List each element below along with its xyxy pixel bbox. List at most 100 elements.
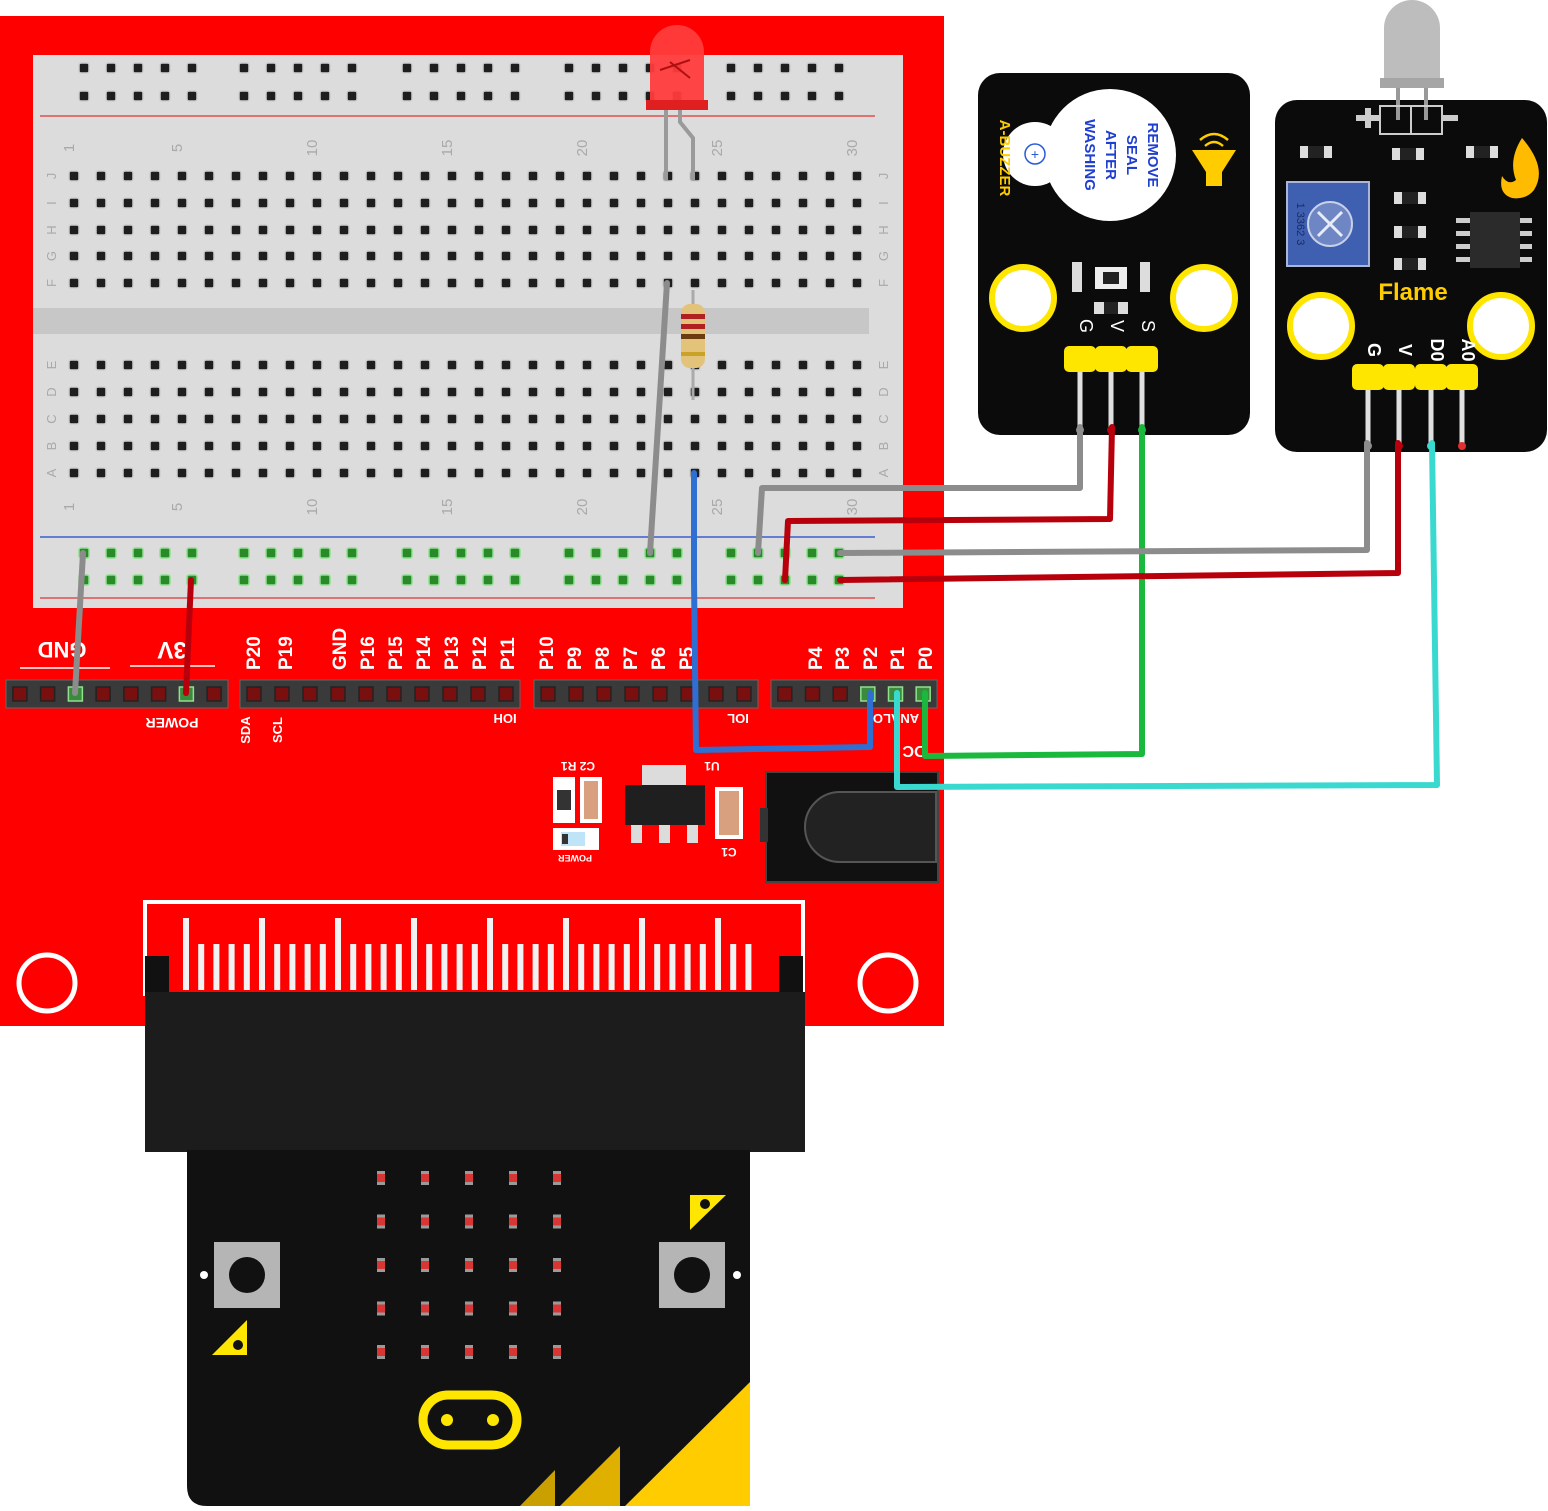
column-number: 10	[304, 499, 321, 516]
row-letter: F	[876, 279, 891, 287]
row-letter: J	[44, 173, 59, 180]
button-b-marker-icon	[690, 1195, 726, 1230]
potentiometer: 1 3362 3	[1286, 181, 1370, 267]
mount-hole-right	[857, 952, 919, 1014]
row-letter: A	[44, 468, 59, 477]
pot-label: 1 3362 3	[1294, 203, 1306, 246]
u1-label: U1	[704, 759, 720, 773]
wire-flame-gnd	[837, 440, 1370, 556]
wire-3v-rail	[183, 577, 194, 696]
row-letter: G	[876, 251, 891, 261]
microbit-board	[187, 1150, 750, 1506]
pin-label: P10	[537, 636, 558, 670]
module-pin-label: G	[1076, 319, 1096, 333]
module-pin-label: V	[1107, 320, 1127, 332]
seal-text-line: REMOVE	[1144, 122, 1161, 187]
column-number: 1	[61, 144, 78, 152]
row-letter: B	[876, 442, 891, 451]
row-letter: B	[44, 442, 59, 451]
column-number: 5	[169, 503, 186, 511]
wires	[72, 280, 1440, 790]
seal-text-line: AFTER	[1102, 130, 1119, 180]
pin-label: P3	[833, 647, 854, 670]
mount-hole-left	[16, 952, 78, 1014]
pin-label: P12	[470, 636, 491, 670]
red-led	[646, 25, 708, 180]
module-pin-label: V	[1395, 344, 1415, 356]
edge-connector	[143, 900, 805, 1152]
wire-led-p2	[691, 470, 873, 753]
transistor-smd	[1072, 262, 1150, 314]
comparator-chip	[1456, 212, 1532, 268]
buzzer-name: A-BUZZER	[996, 120, 1013, 197]
column-number: 10	[304, 140, 321, 157]
resistor	[681, 290, 705, 400]
wire-buzzer-signal-p0	[922, 424, 1145, 759]
ir-receiver	[1356, 0, 1458, 135]
module-pin-label: A0	[1458, 338, 1478, 361]
dc-label: DC	[902, 742, 926, 759]
row-letter: I	[44, 201, 59, 205]
row-letter: C	[44, 414, 59, 423]
wire-buzzer-gnd	[755, 424, 1083, 556]
pin-headers	[5, 679, 938, 709]
pin-label: P1	[888, 646, 909, 670]
pin-label: P15	[386, 636, 407, 670]
voltage-regulator-u1: U1	[625, 759, 720, 843]
flame-icon	[1501, 138, 1539, 199]
seal-text-line: SEAL	[1123, 135, 1140, 175]
pin-label: P2	[861, 647, 882, 670]
dc-jack	[760, 771, 939, 883]
pin-label: P9	[565, 647, 586, 670]
row-letter: E	[876, 360, 891, 369]
ioh-label: IOH	[493, 711, 516, 726]
sda-label: SDA	[238, 716, 253, 744]
logo-touch-icon[interactable]	[418, 1390, 522, 1450]
buzzer-disc	[1044, 89, 1176, 221]
pin-label: P16	[358, 636, 379, 670]
pin-label: P20	[244, 636, 265, 670]
row-letter: H	[876, 225, 891, 234]
3v-label: 3V	[157, 636, 186, 663]
speaker-icon	[1192, 132, 1236, 186]
breadboard-holes	[68, 62, 863, 586]
pin-label: P13	[442, 636, 463, 670]
wire-gnd-rail	[72, 550, 86, 696]
pin-label: P7	[621, 647, 642, 670]
row-letter: H	[44, 225, 59, 234]
pin-label: P11	[498, 637, 519, 670]
row-letter: F	[44, 279, 59, 287]
wire-buzzer-vcc	[782, 424, 1115, 583]
column-number: 30	[844, 140, 861, 157]
c1-label: C1	[721, 845, 737, 859]
wire-flame-vcc	[837, 440, 1401, 583]
led-matrix	[377, 1171, 561, 1359]
row-letter: E	[44, 360, 59, 369]
smd-parts	[1300, 146, 1498, 270]
column-number: 15	[439, 499, 456, 516]
svg-text:+: +	[1031, 146, 1039, 162]
c2-r1-components: C2 R1 POWER	[553, 759, 602, 863]
flame-name: Flame	[1378, 279, 1447, 306]
column-number: 25	[709, 140, 726, 157]
pin-label: P19	[276, 636, 297, 670]
button-a[interactable]	[200, 1242, 280, 1355]
c2r1-label: C2 R1	[561, 759, 595, 773]
seal-text-line: WASHING	[1081, 119, 1098, 191]
column-number: 25	[709, 499, 726, 516]
module-pin-label: G	[1364, 343, 1384, 357]
button-b[interactable]	[659, 1195, 741, 1308]
column-number: 1	[61, 503, 78, 511]
row-letter: D	[44, 387, 59, 396]
power-label: POWER	[146, 715, 199, 731]
column-number: 20	[574, 140, 591, 157]
row-letter: I	[876, 201, 891, 205]
pin-label: P14	[414, 636, 435, 670]
column-number: 5	[169, 144, 186, 152]
pin-label: P0	[916, 647, 937, 670]
